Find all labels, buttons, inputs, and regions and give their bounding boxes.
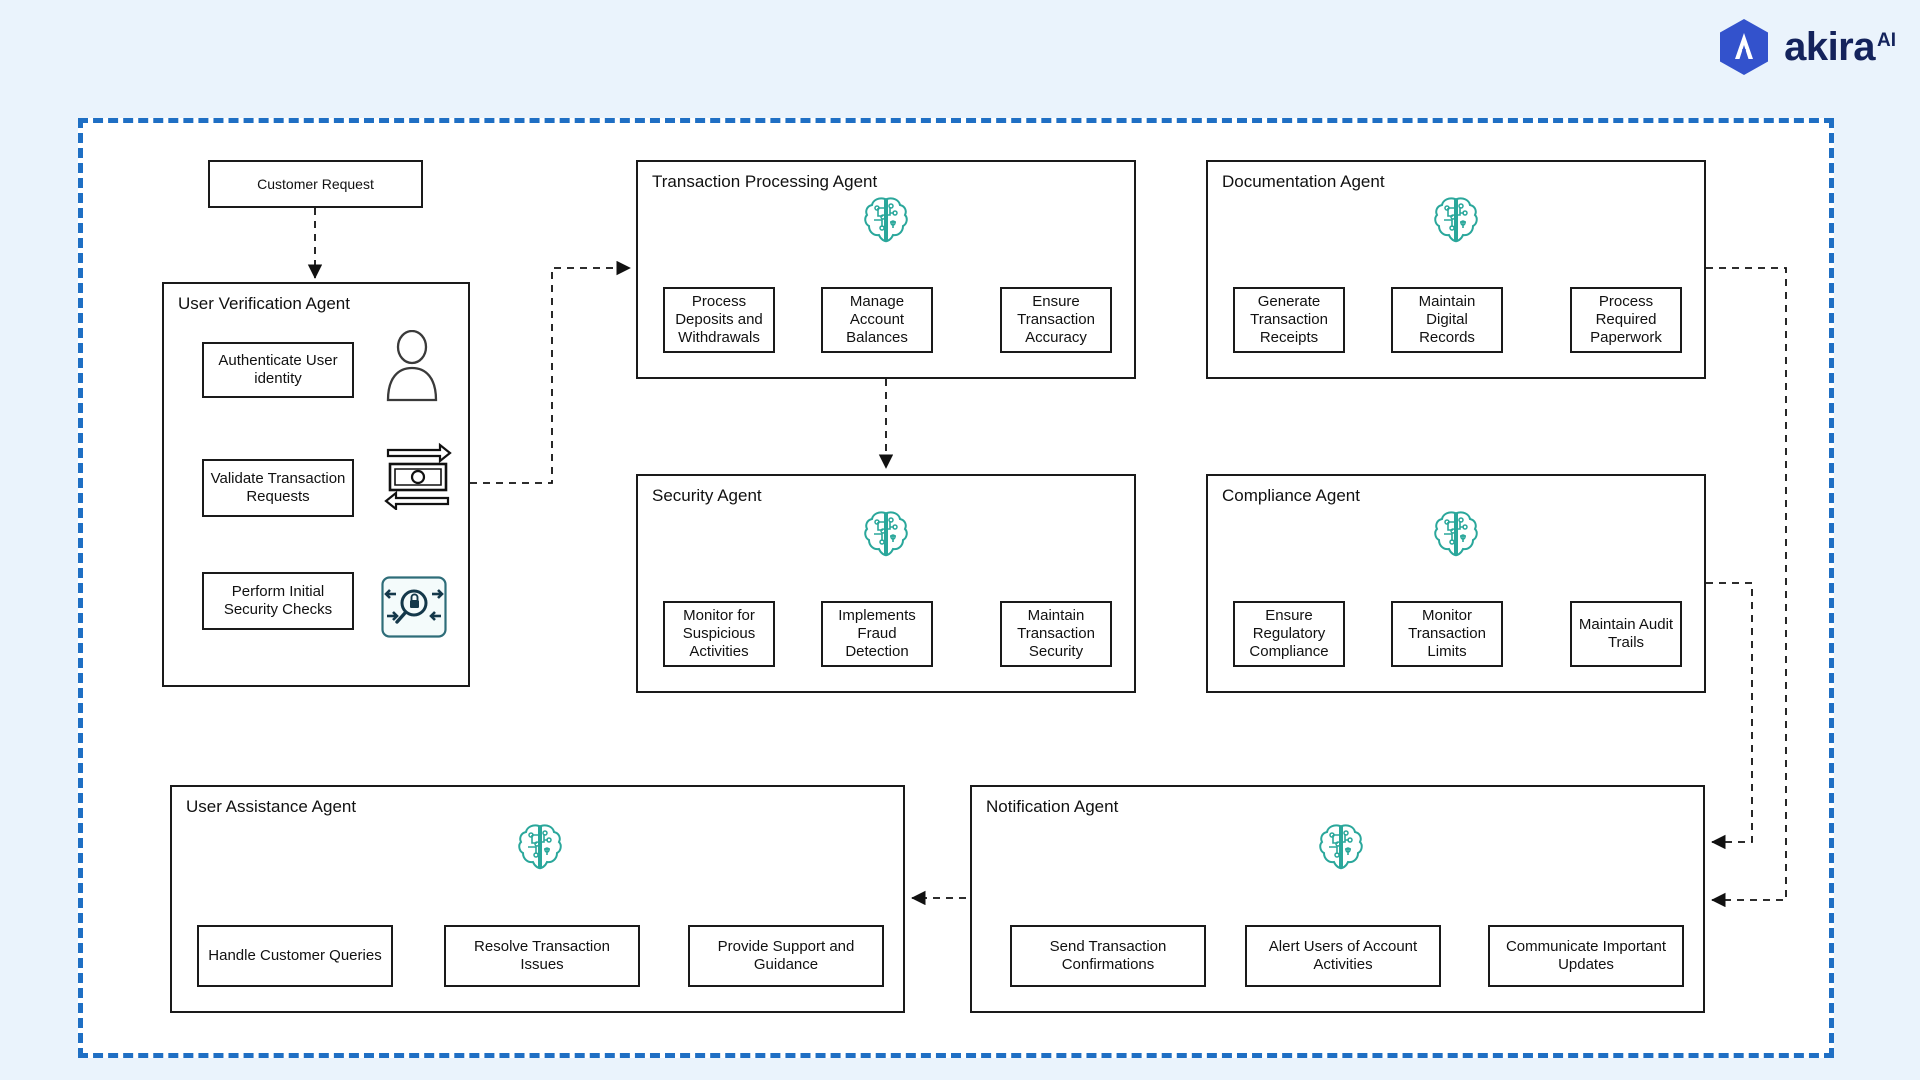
task-label: Process Required Paperwork (1590, 293, 1662, 346)
task-perform-initial-security-checks[interactable]: Perform Initial Security Checks (202, 572, 354, 630)
group-title-documentation-agent: Documentation Agent (1222, 172, 1385, 191)
task-label: Monitor Transaction Limits (1408, 607, 1486, 660)
task-provide-support-and-guidance[interactable]: Provide Support and Guidance (688, 925, 884, 987)
money-transfer-icon (384, 442, 452, 510)
task-monitor-transaction-limits[interactable]: Monitor Transaction Limits (1391, 601, 1503, 667)
task-process-required-paperwork[interactable]: Process Required Paperwork (1570, 287, 1682, 353)
task-validate-transaction-requests[interactable]: Validate Transaction Requests (202, 459, 354, 517)
group-title-security-agent: Security Agent (652, 486, 762, 505)
task-maintain-audit-trails[interactable]: Maintain Audit Trails (1570, 601, 1682, 667)
task-label: Maintain Audit Trails (1578, 616, 1674, 651)
task-handle-customer-queries[interactable]: Handle Customer Queries (197, 925, 393, 987)
group-title-user-verification-agent: User Verification Agent (178, 294, 350, 313)
task-process-deposits-and-withdrawals[interactable]: Process Deposits and Withdrawals (663, 287, 775, 353)
task-label: Authenticate User identity (218, 352, 338, 387)
brain-circuit-icon (1319, 824, 1363, 870)
brain-circuit-icon (864, 197, 908, 243)
task-communicate-important-updates[interactable]: Communicate Important Updates (1488, 925, 1684, 987)
akira-hexagon-logo-icon (1720, 19, 1769, 75)
task-label: Provide Support and Guidance (717, 938, 855, 973)
task-label: Alert Users of Account Activities (1268, 938, 1418, 973)
task-label: Resolve Transaction Issues (474, 938, 610, 973)
task-label: Maintain Digital Records (1418, 293, 1476, 346)
magnifier-lock-icon (381, 576, 447, 638)
task-generate-transaction-receipts[interactable]: Generate Transaction Receipts (1233, 287, 1345, 353)
task-label: Monitor for Suspicious Activities (682, 607, 756, 660)
task-label: Validate Transaction Requests (210, 470, 346, 505)
task-manage-account-balances[interactable]: Manage Account Balances (821, 287, 933, 353)
brain-circuit-icon (518, 824, 562, 870)
person-icon (386, 330, 438, 402)
task-send-transaction-confirmations[interactable]: Send Transaction Confirmations (1010, 925, 1206, 987)
brain-circuit-icon (864, 511, 908, 557)
task-maintain-digital-records[interactable]: Maintain Digital Records (1391, 287, 1503, 353)
task-authenticate-user-identity[interactable]: Authenticate User identity (202, 342, 354, 398)
brand-name: akira (1784, 25, 1875, 69)
task-monitor-for-suspicious-activities[interactable]: Monitor for Suspicious Activities (663, 601, 775, 667)
task-label: Implements Fraud Detection (838, 607, 916, 660)
group-title-compliance-agent: Compliance Agent (1222, 486, 1360, 505)
task-label: Maintain Transaction Security (1017, 607, 1095, 660)
brand-suffix: AI (1877, 29, 1896, 51)
task-ensure-transaction-accuracy[interactable]: Ensure Transaction Accuracy (1000, 287, 1112, 353)
task-label: Ensure Regulatory Compliance (1249, 607, 1329, 660)
task-label: Handle Customer Queries (208, 947, 382, 965)
brain-circuit-icon (1434, 197, 1478, 243)
customer-request-label: Customer Request (257, 175, 374, 192)
task-resolve-transaction-issues[interactable]: Resolve Transaction Issues (444, 925, 640, 987)
group-title-user-assistance-agent: User Assistance Agent (186, 797, 357, 816)
task-ensure-regulatory-compliance[interactable]: Ensure Regulatory Compliance (1233, 601, 1345, 667)
group-title-transaction-processing-agent: Transaction Processing Agent (652, 172, 878, 191)
task-label: Generate Transaction Receipts (1250, 293, 1328, 346)
task-implements-fraud-detection[interactable]: Implements Fraud Detection (821, 601, 933, 667)
task-label: Manage Account Balances (846, 293, 908, 346)
task-alert-users-of-account-activities[interactable]: Alert Users of Account Activities (1245, 925, 1441, 987)
task-maintain-transaction-security[interactable]: Maintain Transaction Security (1000, 601, 1112, 667)
node-customer-request[interactable]: Customer Request (208, 160, 423, 208)
task-label: Send Transaction Confirmations (1049, 938, 1167, 973)
task-label: Process Deposits and Withdrawals (675, 293, 763, 346)
task-label: Perform Initial Security Checks (223, 583, 333, 618)
task-label: Communicate Important Updates (1505, 938, 1667, 973)
brain-circuit-icon (1434, 511, 1478, 557)
task-label: Ensure Transaction Accuracy (1017, 293, 1095, 346)
group-title-notification-agent: Notification Agent (986, 797, 1119, 816)
